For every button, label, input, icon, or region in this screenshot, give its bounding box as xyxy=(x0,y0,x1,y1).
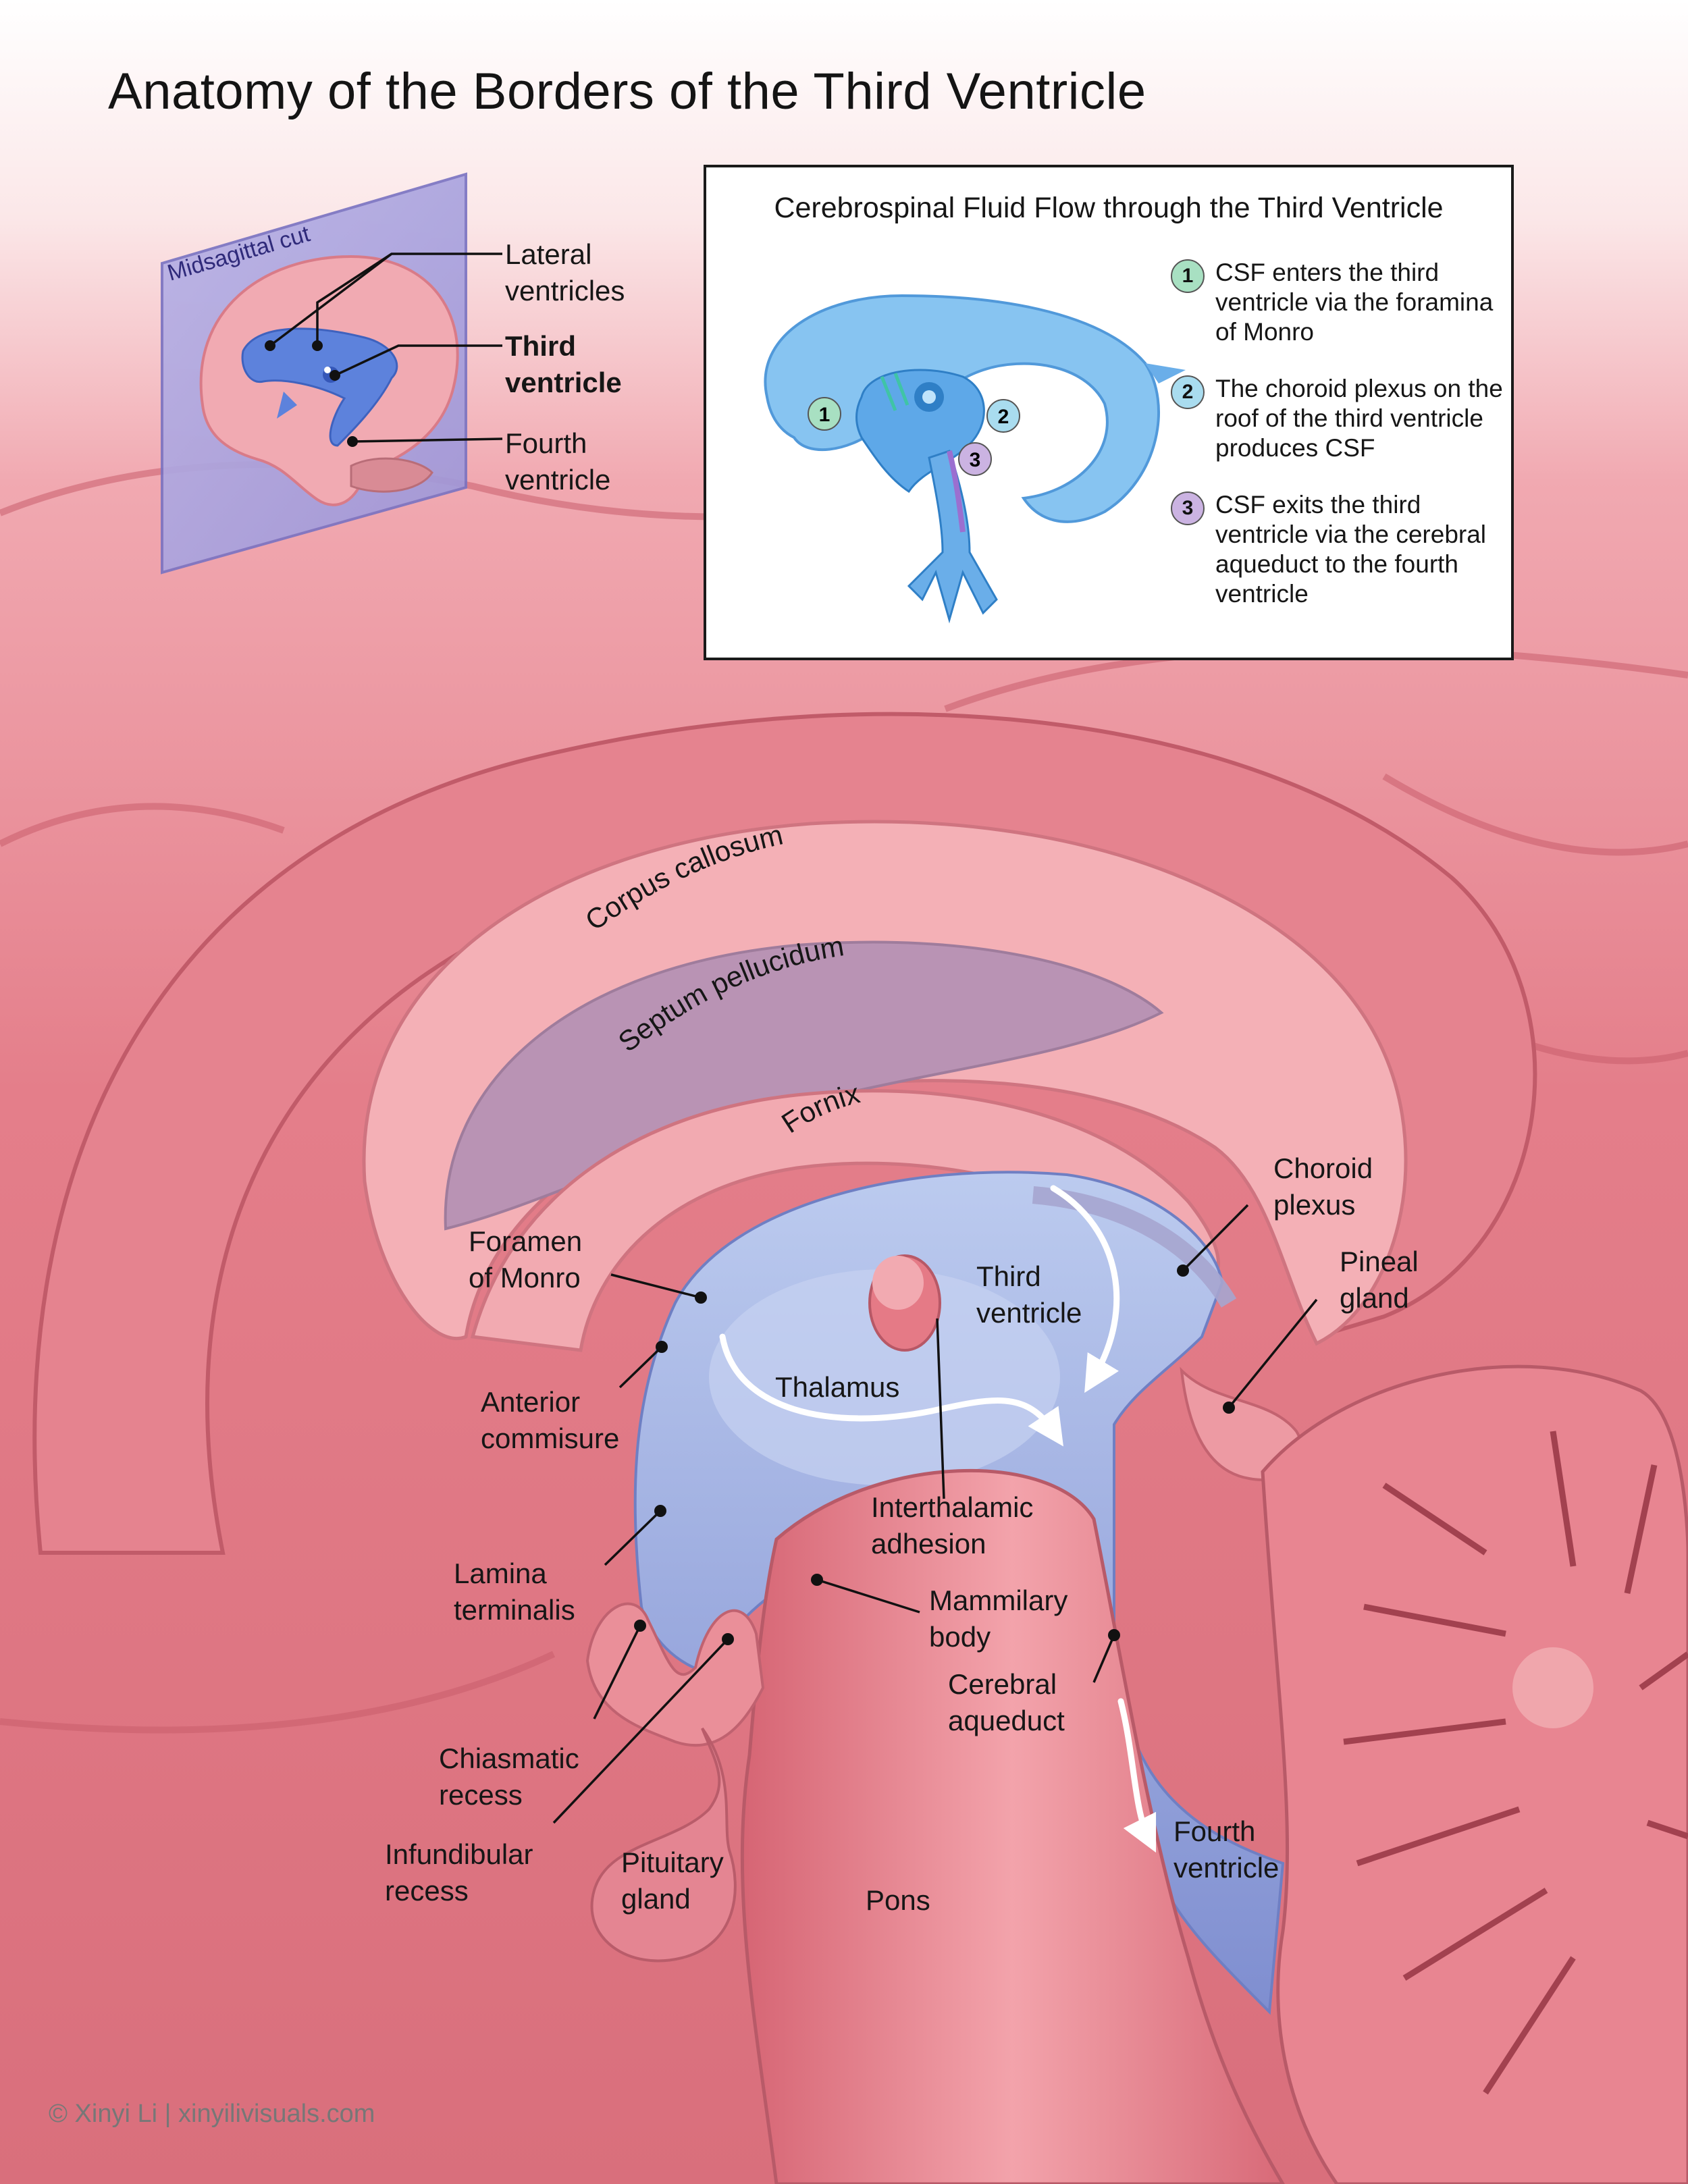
page-title: Anatomy of the Borders of the Third Vent… xyxy=(108,63,1146,120)
step-2-text: The choroid plexus on the roof of the th… xyxy=(1215,375,1503,462)
cerebellum xyxy=(1261,1364,1688,2184)
mini-leader-dots xyxy=(265,340,358,447)
svg-text:2: 2 xyxy=(998,406,1009,428)
inset-marker-1: 1 xyxy=(808,397,841,431)
csf-flow-inset: Cerebrospinal Fluid Flow through the Thi… xyxy=(704,165,1514,660)
step-2-badge: 2 xyxy=(1171,375,1205,409)
step-1-badge: 1 xyxy=(1171,259,1205,293)
svg-text:3: 3 xyxy=(970,449,981,471)
mini-brain-diagram xyxy=(161,172,467,575)
credit-line: © Xinyi Li | xinyilivisuals.com xyxy=(49,2100,375,2128)
pituitary-gland-shape xyxy=(590,1727,737,1963)
inset-marker-3: 3 xyxy=(958,442,992,476)
leader-dots xyxy=(634,1264,1235,1645)
inset-aqueduct xyxy=(907,450,998,624)
interthalamic-adhesion-shape xyxy=(868,1254,941,1352)
label-pons: Pons xyxy=(866,1884,930,1916)
inset-third-ventricle xyxy=(855,369,985,494)
mini-lateral-ventricles xyxy=(241,327,398,447)
corpus-callosum xyxy=(362,820,1408,1346)
step-3-text: CSF exits the third ventricle via the ce… xyxy=(1215,491,1487,608)
brainstem xyxy=(740,1468,1285,2184)
leader-lines xyxy=(552,1204,1318,1824)
mini-leader-lines xyxy=(269,252,503,443)
label-thalamus: Thalamus xyxy=(775,1371,900,1403)
inset-title: Cerebrospinal Fluid Flow through the Thi… xyxy=(774,192,1444,224)
step-1-text: CSF enters the third ventricle via the f… xyxy=(1215,259,1494,346)
svg-text:1: 1 xyxy=(819,404,830,426)
csf-flow-arrows xyxy=(719,1185,1157,1853)
hypothalamus-tissue xyxy=(585,1602,765,1747)
thalamus-region xyxy=(709,1269,1060,1485)
inset-foramen-arrows xyxy=(880,373,909,411)
inset-ventricle-illustration: 1 2 3 xyxy=(764,294,1186,624)
step-3-badge: 3 xyxy=(1171,491,1205,525)
inset-marker-2: 2 xyxy=(986,399,1020,433)
